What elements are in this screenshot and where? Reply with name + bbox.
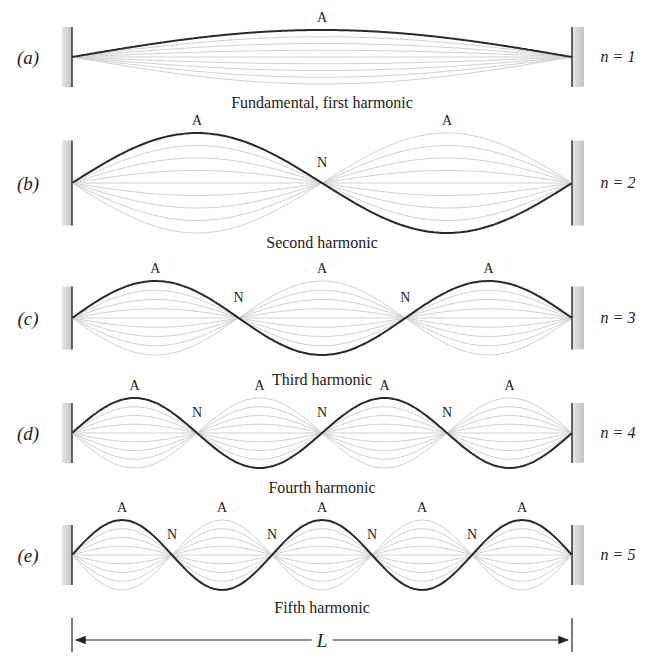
antinode-label: A bbox=[317, 11, 327, 25]
node-label: N bbox=[234, 291, 244, 305]
panel-letter: (b) bbox=[17, 174, 39, 193]
fixed-end bbox=[62, 141, 72, 226]
antinode-label: A bbox=[192, 114, 202, 128]
fixed-end bbox=[572, 525, 584, 585]
node-label: N bbox=[167, 528, 177, 542]
wave-envelope bbox=[72, 133, 572, 233]
wave-envelope bbox=[72, 300, 572, 337]
harmonic-caption: Fourth harmonic bbox=[268, 480, 375, 496]
wave-envelope bbox=[72, 529, 572, 581]
antinode-label: A bbox=[317, 501, 327, 515]
string-wave bbox=[72, 281, 572, 355]
node-label: N bbox=[192, 406, 202, 420]
node-label: N bbox=[367, 528, 377, 542]
wave-envelope bbox=[72, 50, 572, 57]
harmonic-number: n = 5 bbox=[601, 547, 636, 563]
antinode-label: A bbox=[484, 262, 494, 276]
harmonic-caption: Second harmonic bbox=[266, 235, 378, 251]
node-label: N bbox=[267, 528, 277, 542]
wave-envelope bbox=[72, 300, 572, 337]
wave-envelope bbox=[72, 290, 572, 345]
antinode-label: A bbox=[442, 114, 452, 128]
antinode-label: A bbox=[117, 501, 127, 515]
panel-letter: (e) bbox=[17, 546, 38, 565]
harmonic-number: n = 1 bbox=[601, 49, 636, 65]
fixed-end bbox=[572, 27, 584, 87]
panel-letter: (a) bbox=[17, 48, 39, 67]
dimension-tick bbox=[71, 618, 72, 652]
fixed-end bbox=[572, 403, 584, 463]
fixed-end bbox=[62, 403, 72, 463]
wave-envelope bbox=[72, 318, 572, 319]
antinode-label: A bbox=[517, 501, 527, 515]
antinode-label: A bbox=[504, 379, 514, 393]
wave-envelope bbox=[72, 37, 572, 57]
panel-letter: (c) bbox=[17, 309, 38, 328]
wave-envelope bbox=[72, 57, 572, 70]
wave-envelope bbox=[72, 290, 572, 345]
length-label: L bbox=[312, 631, 333, 650]
wave-envelope bbox=[72, 546, 572, 563]
harmonic-number: n = 4 bbox=[601, 425, 636, 441]
string-wave bbox=[72, 520, 572, 590]
string-wave bbox=[72, 30, 572, 57]
wave-envelope bbox=[72, 538, 572, 573]
antinode-label: A bbox=[150, 262, 160, 276]
fixed-end bbox=[62, 27, 72, 87]
string-wave bbox=[72, 133, 572, 233]
node-label: N bbox=[317, 406, 327, 420]
node-label: N bbox=[467, 528, 477, 542]
antinode-label: A bbox=[129, 379, 139, 393]
node-label: N bbox=[442, 406, 452, 420]
antinode-label: A bbox=[417, 501, 427, 515]
harmonic-number: n = 2 bbox=[601, 175, 636, 191]
harmonic-caption: Third harmonic bbox=[272, 372, 372, 388]
antinode-label: A bbox=[254, 379, 264, 393]
harmonic-caption: Fundamental, first harmonic bbox=[231, 95, 413, 111]
antinode-label: A bbox=[379, 379, 389, 393]
wave-envelope bbox=[72, 546, 572, 563]
wave-envelope bbox=[72, 57, 572, 77]
wave-envelope bbox=[72, 57, 572, 84]
wave-envelope bbox=[72, 281, 572, 355]
wave-envelope bbox=[72, 520, 572, 590]
harmonic-number: n = 3 bbox=[601, 310, 636, 326]
fixed-end bbox=[572, 141, 584, 226]
node-label: N bbox=[400, 291, 410, 305]
antinode-label: A bbox=[317, 262, 327, 276]
fixed-end bbox=[62, 525, 72, 585]
wave-envelope bbox=[72, 538, 572, 573]
length-dimension bbox=[72, 618, 572, 652]
panel-letter: (d) bbox=[17, 424, 39, 443]
wave-envelope bbox=[72, 309, 572, 327]
wave-envelope bbox=[72, 555, 572, 556]
string-wave bbox=[72, 398, 572, 468]
dimension-tick bbox=[571, 618, 572, 652]
antinode-label: A bbox=[217, 501, 227, 515]
fixed-end bbox=[572, 287, 584, 350]
node-label: N bbox=[317, 156, 327, 170]
wave-envelope bbox=[72, 529, 572, 581]
harmonic-caption: Fifth harmonic bbox=[274, 600, 370, 616]
fixed-end bbox=[62, 287, 72, 350]
wave-envelope bbox=[72, 309, 572, 327]
wave-envelope bbox=[72, 57, 572, 58]
wave-envelope bbox=[72, 398, 572, 468]
